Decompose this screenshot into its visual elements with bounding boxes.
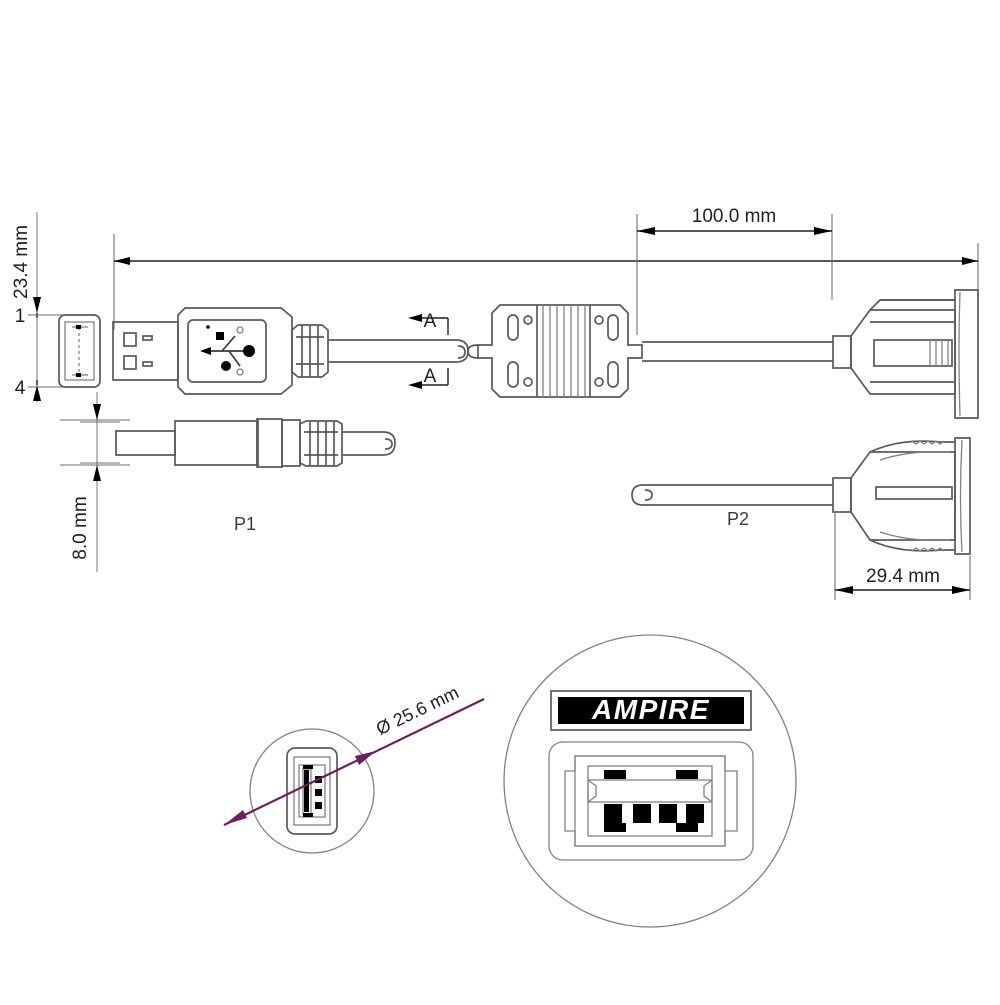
cable-thickness-value: 8.0 mm (70, 496, 91, 559)
ampire-logo-text: AMPIRE (591, 694, 710, 725)
socket-depth-dimension (834, 512, 971, 600)
cable-thickness-dimension (60, 392, 130, 572)
part-label-p1: P1 (234, 514, 256, 534)
cable-clamp-module (467, 304, 643, 398)
p1-usb-plug-top-view (112, 307, 469, 395)
socket-serration (911, 440, 945, 552)
usb-trident-icon (200, 325, 255, 376)
section-label-upper: A (424, 311, 437, 332)
section-mark-lower (408, 368, 449, 389)
cable-run-right (642, 341, 833, 362)
section-mark-upper (408, 314, 449, 335)
overall-length-dimension (113, 234, 979, 330)
p2-panel-socket-bottom-view (631, 437, 971, 555)
cable-length-dimension (636, 214, 833, 335)
detail-panel-face-ampire: AMPIRE (503, 634, 797, 928)
pin-callout-bottom: 4 (15, 378, 26, 399)
cable-length-value: 100.0 mm (692, 206, 776, 227)
p1-usb-plug-bottom-view (80, 418, 396, 468)
overall-height-value: 23.4 mm (11, 225, 32, 299)
p2-panel-socket-top-view (832, 289, 979, 419)
clamp-ribs (542, 305, 586, 397)
socket-depth-value: 29.4 mm (866, 566, 940, 587)
panel-diameter-dimension (223, 698, 485, 826)
pin-callout-top: 1 (15, 306, 26, 327)
usb-end-face-view (58, 314, 101, 388)
section-label-lower: A (424, 366, 437, 387)
socket-knurl (929, 340, 949, 366)
ampire-logo: AMPIRE (558, 694, 744, 725)
part-label-p2: P2 (727, 509, 749, 529)
detail-panel-face-small (249, 728, 375, 854)
